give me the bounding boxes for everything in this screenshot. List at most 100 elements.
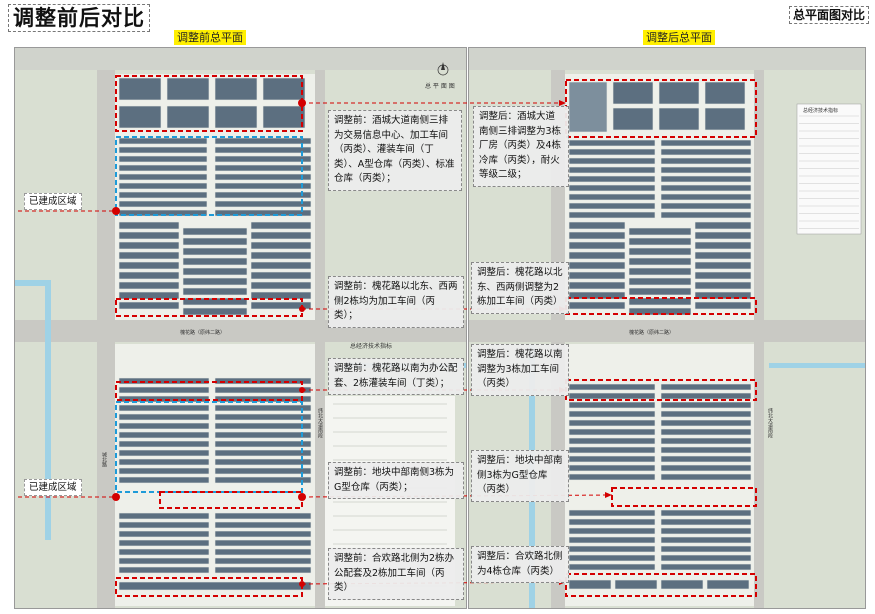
- building: [568, 419, 656, 427]
- building: [118, 449, 210, 457]
- building: [568, 579, 612, 590]
- building: [118, 281, 180, 290]
- building: [182, 227, 248, 236]
- building: [628, 277, 692, 286]
- building: [118, 251, 180, 260]
- building: [568, 157, 656, 165]
- building: [660, 545, 752, 553]
- before-site-plan: 总 平 面 图 总经济技术指标 槐花路（原纬二路） 城北路 纬北大道南段: [14, 47, 467, 609]
- building: [118, 221, 180, 230]
- zone-after-hehuan: [565, 573, 757, 597]
- marker-dot: [298, 99, 306, 107]
- note-before-3: 调整前：槐花路以南为办公配套、2栋灌装车间（丁类）；: [328, 358, 464, 395]
- building: [214, 146, 312, 154]
- building: [214, 539, 312, 547]
- building: [704, 107, 746, 131]
- building: [628, 227, 692, 236]
- building: [182, 237, 248, 246]
- building: [658, 81, 700, 105]
- building: [118, 241, 180, 250]
- zone-after-north: [565, 79, 757, 138]
- building: [214, 548, 312, 556]
- building: [250, 271, 312, 280]
- building: [166, 105, 210, 129]
- building: [706, 579, 750, 590]
- building: [182, 257, 248, 266]
- building: [568, 437, 656, 445]
- north-arrow-icon: [441, 62, 445, 70]
- water-channel: [45, 280, 51, 540]
- zone-after-g-warehouse: [611, 487, 757, 507]
- building: [250, 251, 312, 260]
- note-after-1: 调整后：酒城大道南侧三排调整为3栋厂房（丙类）及4栋冷库（丙类），耐火等级二级；: [473, 106, 569, 187]
- zone-before-north: [115, 75, 303, 132]
- building: [658, 107, 700, 131]
- building: [568, 81, 608, 133]
- note-after-4: 调整后：地块中部南侧3栋为G型仓库（丙类）: [471, 450, 569, 502]
- building: [214, 557, 312, 565]
- building: [568, 410, 656, 418]
- building: [118, 581, 312, 591]
- building: [214, 422, 312, 430]
- building: [660, 193, 752, 201]
- building: [250, 301, 312, 310]
- side-road-label-right: 纬北大道南段: [317, 408, 323, 438]
- note-before-1: 调整前：酒城大道南侧三排为交易信息中心、加工车间（丙类）、灌装车间（丁类）、A型…: [328, 110, 462, 191]
- building: [628, 247, 692, 256]
- water-channel: [769, 363, 865, 368]
- building: [262, 105, 306, 129]
- building: [660, 579, 704, 590]
- side-road-label-left: 城北路: [101, 452, 107, 467]
- building: [118, 521, 210, 529]
- after-tech-title: 总经济技术指标: [803, 108, 839, 114]
- building: [118, 146, 208, 154]
- building: [660, 157, 752, 165]
- building: [118, 137, 208, 145]
- zone-built-south: [115, 401, 303, 493]
- zone-before-g-warehouse: [159, 491, 303, 509]
- building: [118, 155, 208, 163]
- building: [660, 401, 752, 409]
- building: [568, 446, 656, 454]
- building: [250, 261, 312, 270]
- building: [214, 530, 312, 538]
- building: [214, 77, 258, 101]
- building: [660, 383, 752, 391]
- building: [660, 419, 752, 427]
- after-plan-label: 调整后总平面: [643, 30, 715, 45]
- building: [660, 202, 752, 210]
- note-after-2: 调整后：槐花路以北东、西两侧调整为2栋加工车间（丙类）: [471, 262, 569, 314]
- building: [628, 297, 692, 306]
- building: [660, 518, 752, 526]
- building: [118, 512, 210, 520]
- road-label: 槐花路（原纬二路）: [180, 330, 226, 336]
- zone-built-north: [115, 136, 303, 216]
- building: [568, 139, 656, 147]
- building: [614, 579, 658, 590]
- zone-after-huaihua-north: [565, 297, 757, 315]
- building: [118, 566, 210, 574]
- building: [214, 105, 258, 129]
- building: [214, 173, 312, 181]
- building: [250, 221, 312, 230]
- building: [214, 182, 312, 190]
- marker-dot: [112, 207, 120, 215]
- building: [118, 261, 180, 270]
- building: [568, 536, 656, 544]
- building: [214, 200, 312, 208]
- building: [568, 383, 656, 391]
- marker-dot: [299, 581, 305, 587]
- building: [182, 287, 248, 296]
- building: [660, 211, 752, 219]
- building: [660, 184, 752, 192]
- note-after-5: 调整后：合欢路北侧为4栋仓库（丙类）: [471, 546, 569, 583]
- building: [118, 231, 180, 240]
- building: [250, 281, 312, 290]
- building: [568, 221, 626, 230]
- building: [568, 464, 656, 472]
- marker-dot: [112, 493, 120, 501]
- road-east: [315, 48, 325, 608]
- building: [118, 548, 210, 556]
- building: [660, 509, 752, 517]
- building: [660, 446, 752, 454]
